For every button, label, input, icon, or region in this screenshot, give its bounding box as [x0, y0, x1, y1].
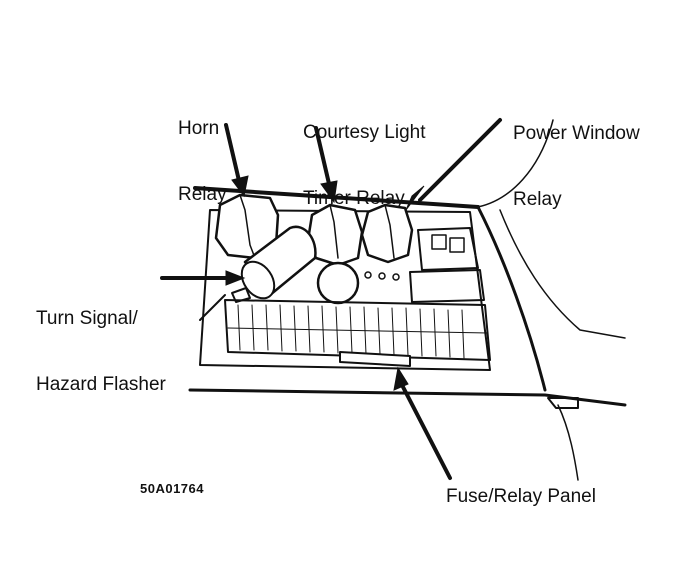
power-window-relay [360, 203, 414, 264]
power-window-label-line1: Power Window [513, 123, 640, 144]
turn-signal-label-line1: Turn Signal/ [36, 308, 138, 329]
fuse-panel-arrow [393, 366, 452, 480]
turn-signal-flasher [240, 225, 317, 300]
dash-bottom-edge [188, 388, 627, 407]
dash-right-side [476, 205, 547, 392]
power-window-arrow [405, 118, 502, 211]
courtesy-light-arrow [314, 126, 338, 204]
power-window-label-line2: Relay [513, 189, 562, 210]
turn-signal-label: Turn Signal/ Hazard Flasher [36, 264, 166, 418]
courtesy-light-label: Courtesy Light Timer Relay [303, 78, 426, 232]
dash-lower-curve [557, 404, 579, 481]
fuse-panel-label: Fuse/Relay Panel [446, 486, 596, 507]
dash-curve-right [477, 119, 554, 208]
dash-right-outer [499, 209, 626, 339]
turn-signal-label-line2: Hazard Flasher [36, 374, 166, 395]
round-component [316, 261, 360, 305]
courtesy-light-label-line1: Courtesy Light [303, 122, 426, 143]
horn-relay-label-line2: Relay [178, 184, 227, 205]
figure-code: 50A01764 [140, 481, 204, 496]
horn-relay-arrow [224, 123, 249, 198]
fuse-block [224, 299, 491, 367]
connector-block [409, 227, 485, 303]
turn-signal-arrow [160, 270, 246, 286]
courtesy-light-label-line2: Timer Relay [303, 188, 405, 209]
horn-relay-label: Horn Relay [178, 74, 227, 228]
power-window-label: Power Window Relay [513, 79, 640, 233]
horn-relay-label-line1: Horn [178, 118, 220, 139]
